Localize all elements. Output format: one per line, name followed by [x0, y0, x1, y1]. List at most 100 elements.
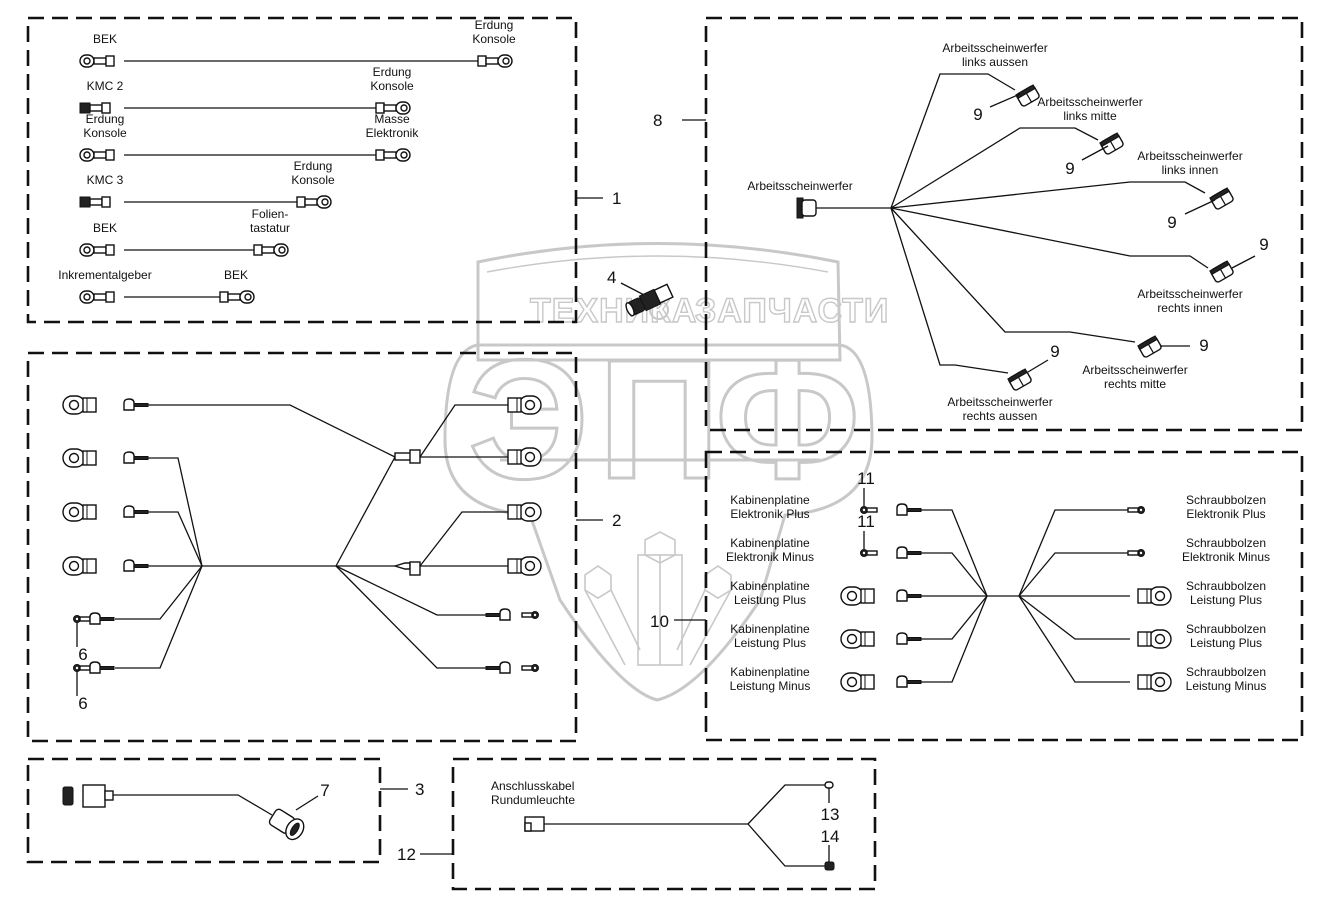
boot-tail: [485, 613, 501, 617]
worklight-plug-icon: [1209, 260, 1234, 283]
fork-sleeve: [101, 196, 111, 208]
fork-barrel: [89, 198, 103, 206]
insulation-boot-icon: [896, 546, 922, 559]
ring-hole: [244, 293, 252, 301]
worklight-branch-label: rechts aussen: [963, 409, 1038, 423]
cabin-right-label: Leistung Minus: [1186, 679, 1267, 693]
lug-collar: [507, 558, 522, 574]
worklight-source-label: Arbeitsscheinwerfer: [747, 179, 852, 193]
small-ring-terminal-icon: [860, 549, 878, 557]
cable-left-label: Inkrementalgeber: [58, 268, 151, 282]
connector-part-4: 4: [607, 268, 674, 317]
plug-housing: [82, 784, 106, 808]
worklight-wire: [890, 73, 1016, 209]
plug-cap: [62, 786, 74, 806]
harness-wire: [148, 404, 396, 458]
lug-hole: [846, 676, 858, 688]
cable-lug-icon: [62, 448, 97, 468]
fork-head: [79, 196, 91, 208]
worklight-plug-icon: [1007, 368, 1032, 391]
worklight-plug-icon: [1137, 335, 1162, 358]
splice-sleeve-icon: [409, 561, 421, 576]
harness-wire: [419, 404, 510, 458]
cable-left-label: KMC 2: [87, 79, 124, 93]
lug-hole: [1154, 633, 1166, 645]
boot-tail: [906, 637, 922, 641]
harness-wire: [335, 456, 396, 567]
boot-cap: [499, 661, 511, 674]
boot-tail: [906, 551, 922, 555]
boot-cap: [123, 398, 135, 411]
small-ring-terminal-icon: [73, 615, 91, 623]
boot-cap: [499, 608, 511, 621]
beacon-source-label: Anschlusskabel: [491, 779, 574, 793]
cable-lug-icon: [840, 586, 875, 606]
small-eye-hole: [1139, 508, 1143, 512]
lug-hole: [524, 506, 536, 518]
callout-9: 9: [1259, 235, 1268, 254]
worklight-branch-label: Arbeitsscheinwerfer: [1082, 363, 1187, 377]
cabin-right-label: Leistung Plus: [1190, 593, 1262, 607]
ring-sleeve: [219, 291, 229, 303]
small-eye-barrel: [866, 507, 878, 513]
ring-terminal-icon: [79, 243, 115, 257]
callout-7-leader: [295, 795, 319, 811]
group-box-2: [26, 351, 578, 743]
cable-right-label: Konsole: [291, 173, 335, 187]
worklight-wire: [890, 181, 1206, 209]
cabin-wire: [1018, 595, 1130, 683]
harness-wire: [148, 511, 203, 567]
cabin-right-label: Schraubbolzen: [1186, 622, 1266, 636]
ring-hole: [278, 246, 286, 254]
small-eye-hole: [75, 666, 79, 670]
insulation-boot-icon: [896, 632, 922, 645]
group-box-10: [704, 450, 1304, 742]
cable-lug-icon: [507, 556, 542, 576]
worklight-branch-label: links innen: [1162, 163, 1219, 177]
lug-hole: [68, 452, 80, 464]
ring-barrel: [93, 246, 107, 254]
cable-lug-icon: [1137, 629, 1172, 649]
lug-collar: [507, 504, 522, 520]
group-box-3: [26, 757, 382, 864]
cabin-right-label: Elektronik Plus: [1186, 507, 1265, 521]
boot-cap: [896, 632, 908, 645]
group-2-harness: 66: [62, 395, 542, 713]
cabin-right-row: Schraubbolzen Leistung Plus: [1018, 595, 1266, 650]
ring-hole: [400, 104, 408, 112]
lug-hole: [1154, 590, 1166, 602]
callout-9-leader: [1184, 199, 1216, 215]
ring-hole: [400, 151, 408, 159]
lug-hole: [68, 399, 80, 411]
worklight-branch-label: Arbeitsscheinwerfer: [1037, 95, 1142, 109]
cabin-left-label: Leistung Plus: [734, 636, 806, 650]
insulation-boot-icon: [89, 612, 115, 625]
boot-cap: [123, 505, 135, 518]
small-eye-hole: [533, 666, 537, 670]
watermark-letter-2: П: [598, 325, 720, 515]
worklight-plug-icon: [1099, 132, 1124, 155]
insulation-boot-icon: [89, 661, 115, 674]
boot-cap: [123, 451, 135, 464]
boot-tail: [133, 456, 149, 460]
cable-right-label: Folien-: [252, 207, 289, 221]
worklight-branch-label: links aussen: [962, 55, 1028, 69]
harness-wire: [115, 565, 203, 669]
cabin-right-label: Schraubbolzen: [1186, 665, 1266, 679]
lug-collar: [860, 588, 875, 604]
harness-wire: [419, 511, 512, 567]
lug-collar: [507, 449, 522, 465]
callout-4: 4: [607, 268, 616, 287]
harness-left-lug: [62, 395, 149, 415]
ring-sleeve: [105, 55, 115, 67]
lug-collar: [860, 674, 875, 690]
boot-cap: [123, 559, 135, 572]
small-ring-terminal-icon: [73, 664, 91, 672]
ring-hole: [83, 151, 91, 159]
worklight-branch-label: Arbeitsscheinwerfer: [1137, 149, 1242, 163]
